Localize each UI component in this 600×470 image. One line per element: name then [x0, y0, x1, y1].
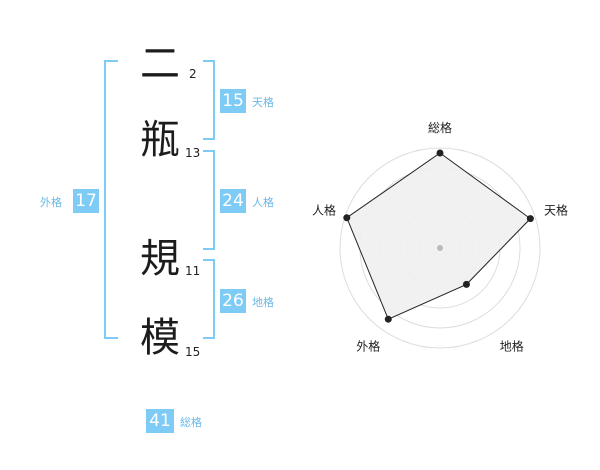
chikaku-value: 26 — [220, 289, 246, 313]
name-char-1: 二 — [140, 41, 180, 87]
radar-axis-label-3: 地格 — [500, 339, 524, 354]
name-char-4: 模 — [140, 315, 180, 361]
radar-point-5 — [343, 214, 351, 222]
jinkaku-bracket — [203, 150, 215, 250]
tenkaku-value: 15 — [220, 89, 246, 113]
gaikaku-bracket — [104, 60, 118, 339]
radar-point-3 — [462, 280, 470, 288]
stroke-count-2: 13 — [185, 146, 201, 160]
gaikaku-value: 17 — [73, 189, 99, 213]
tenkaku-bracket — [203, 60, 215, 140]
radar-ring — [339, 147, 541, 349]
radar-axis-label-5: 人格 — [312, 202, 336, 217]
tenkaku-label: 天格 — [252, 96, 274, 109]
soukaku-value: 41 — [146, 409, 174, 433]
radar-center-dot — [437, 245, 443, 251]
jinkaku-value: 24 — [220, 189, 246, 213]
radar-axis-label-2: 天格 — [544, 202, 568, 217]
name-char-3: 規 — [140, 236, 180, 282]
radar-area — [346, 152, 532, 320]
radar-dots — [343, 149, 534, 323]
soukaku-label: 総格 — [180, 416, 202, 429]
stroke-count-4: 15 — [185, 345, 201, 359]
name-char-2: 瓶 — [140, 117, 180, 163]
chikaku-label: 地格 — [252, 296, 274, 309]
gaikaku-label: 外格 — [40, 196, 62, 209]
chikaku-bracket — [203, 259, 215, 339]
radar-axis-label-1: 総格 — [428, 120, 452, 135]
stroke-count-3: 11 — [185, 264, 201, 278]
radar-point-2 — [526, 215, 534, 223]
radar-point-4 — [384, 315, 392, 323]
radar-point-1 — [436, 149, 444, 157]
stroke-count-1: 2 — [189, 67, 197, 81]
jinkaku-label: 人格 — [252, 196, 274, 209]
radar-axis-label-4: 外格 — [356, 339, 380, 354]
